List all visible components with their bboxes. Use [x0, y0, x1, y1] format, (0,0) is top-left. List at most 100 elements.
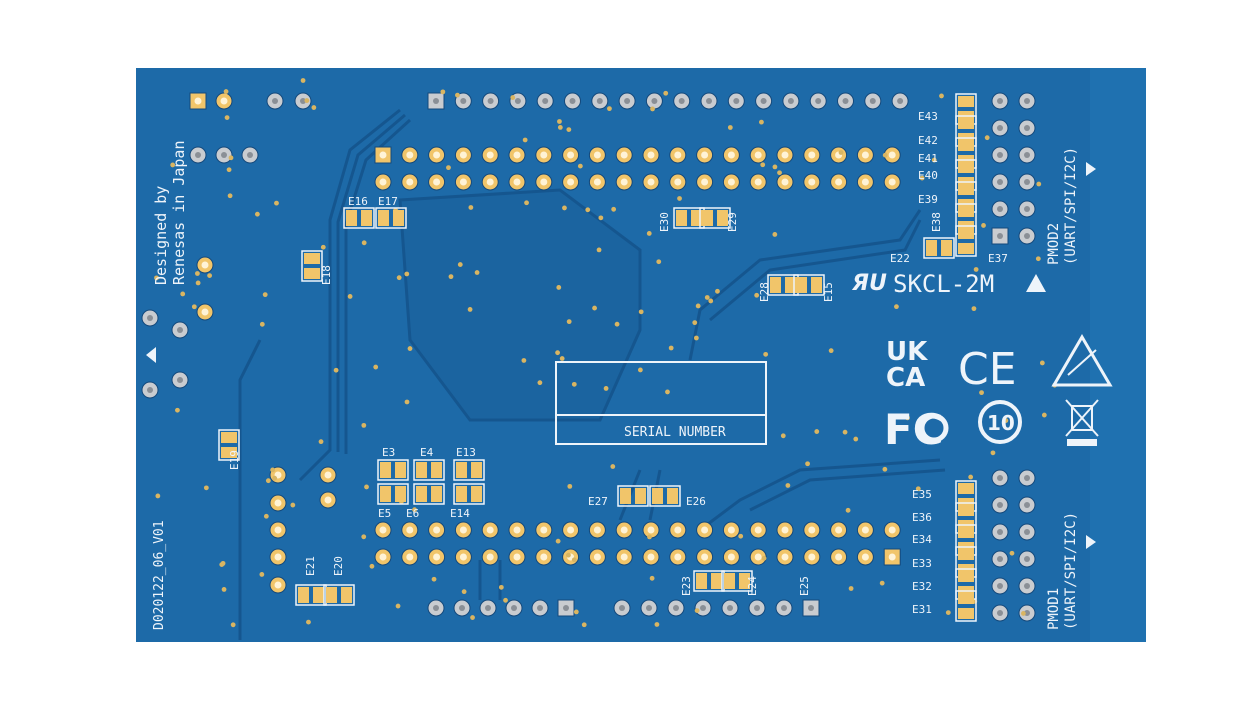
via — [905, 415, 910, 421]
header-pin — [1018, 119, 1036, 137]
jumper-label: E4 — [420, 446, 434, 459]
header-pin — [374, 521, 392, 539]
header-pin — [189, 92, 207, 110]
via — [369, 563, 375, 569]
header-pin — [564, 92, 581, 110]
header-pin — [535, 173, 553, 191]
via — [738, 533, 744, 539]
via — [754, 292, 760, 298]
solder-jumper — [923, 237, 955, 259]
header-pin — [642, 173, 660, 191]
via — [715, 288, 720, 294]
header-pin — [722, 173, 740, 191]
via — [347, 294, 353, 299]
via — [592, 305, 597, 311]
header-pin — [776, 521, 794, 539]
header-pin — [802, 599, 820, 617]
header-pin — [505, 599, 523, 617]
header-pin — [669, 146, 687, 164]
via — [649, 575, 655, 581]
via — [1035, 256, 1041, 262]
header-pin — [613, 599, 631, 617]
via — [610, 464, 616, 469]
header-pin — [141, 381, 159, 399]
header-pin — [856, 548, 874, 566]
via — [510, 95, 516, 100]
jumper-label: E29 — [726, 212, 739, 232]
via — [259, 572, 265, 577]
via — [1039, 360, 1045, 366]
header-pin — [618, 92, 636, 110]
credit-line-2: Renesas in Japan — [170, 141, 188, 286]
header-pin — [722, 146, 740, 164]
via — [555, 350, 560, 356]
header-pin — [319, 466, 337, 484]
pmod2-label: PMOD2 — [1046, 223, 1062, 265]
jumper-label: E5 — [378, 507, 391, 520]
header-pin — [481, 146, 499, 164]
via — [772, 164, 778, 170]
via — [263, 513, 269, 519]
header-pin — [196, 256, 214, 274]
via — [585, 207, 591, 213]
header-pin — [991, 146, 1009, 164]
header-pin — [991, 92, 1009, 110]
jumper-label: E35 — [912, 488, 932, 501]
serial-number-box — [555, 361, 767, 445]
solder-jumper — [955, 225, 977, 257]
header-pin — [722, 548, 740, 566]
via — [566, 127, 572, 133]
header-pin — [427, 599, 445, 617]
jumper-label: E40 — [918, 169, 938, 182]
header-pin — [319, 491, 337, 509]
via — [498, 584, 504, 590]
via — [939, 93, 944, 99]
part-number: D020122_06_V01 — [152, 520, 167, 630]
header-pin — [991, 173, 1009, 191]
via — [227, 193, 233, 199]
via — [780, 433, 786, 439]
header-pin — [1018, 92, 1036, 110]
jumper-label: E31 — [912, 603, 932, 616]
jumper-label: E21 — [304, 556, 317, 576]
jumper-label: E38 — [930, 212, 943, 232]
via — [567, 483, 573, 489]
via — [968, 474, 974, 480]
via — [919, 175, 925, 181]
via — [677, 196, 682, 201]
header-pin — [1018, 200, 1036, 218]
header-pin — [696, 548, 714, 566]
header-pin — [667, 599, 685, 617]
header-pin — [696, 173, 714, 191]
jumper-label: E42 — [918, 134, 938, 147]
header-pin — [615, 521, 633, 539]
via — [668, 345, 674, 351]
header-pin — [727, 92, 745, 110]
header-pin — [782, 92, 800, 110]
header-pin — [694, 599, 712, 617]
via — [646, 231, 652, 236]
header-pin — [696, 521, 714, 539]
header-pin — [1018, 146, 1036, 164]
header-pin — [856, 521, 874, 539]
via — [650, 106, 655, 112]
jumper-label: E24 — [746, 576, 759, 596]
jumper-label: E18 — [320, 265, 333, 285]
via — [170, 162, 176, 168]
header-pin — [669, 521, 687, 539]
header-pin — [454, 146, 472, 164]
via — [638, 309, 644, 315]
jumper-label: E15 — [822, 282, 835, 302]
via — [468, 205, 474, 210]
via — [470, 615, 475, 620]
header-pin — [991, 577, 1009, 595]
via — [990, 450, 996, 456]
header-pin — [642, 521, 660, 539]
header-pin — [755, 92, 773, 110]
header-pin — [482, 92, 500, 110]
via — [191, 304, 197, 310]
header-pin — [562, 146, 580, 164]
via — [614, 321, 620, 327]
via — [973, 267, 979, 272]
via — [566, 319, 572, 325]
